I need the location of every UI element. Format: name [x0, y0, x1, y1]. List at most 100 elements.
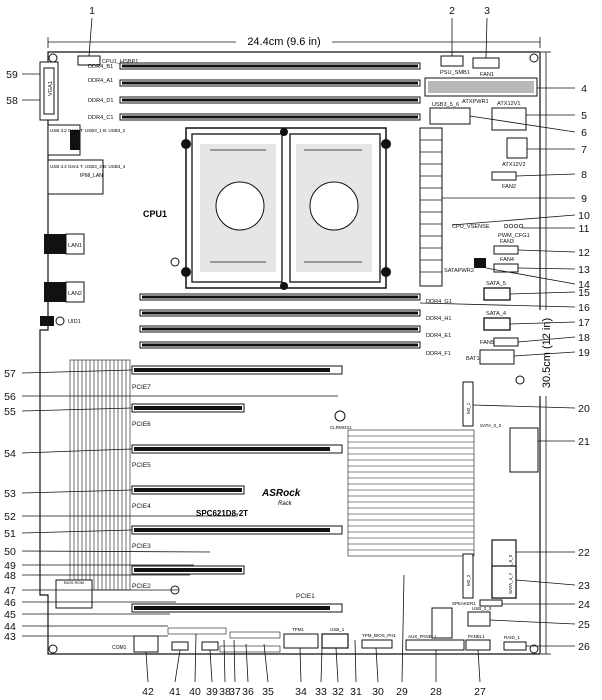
fan3-label: FAN3	[500, 239, 514, 245]
atx12v2-connector	[506, 137, 528, 159]
callout-leader	[375, 647, 379, 683]
callout-38: 38	[219, 686, 231, 698]
callout-leader	[21, 489, 133, 494]
pwm-cfg1-header	[503, 223, 524, 229]
psu-smb1-connector	[440, 55, 464, 67]
fan4-label: FAN4	[500, 257, 514, 263]
usb3-5-6-label: USB3_5_6	[432, 102, 459, 108]
atx12v2-label: ATX12V2	[502, 162, 526, 168]
fan1-connector	[472, 57, 500, 69]
callout-26: 26	[578, 641, 590, 653]
callout-6: 6	[581, 127, 587, 139]
lan1-label: LAN1	[68, 243, 82, 249]
bios-rom-label: BIOS ROM	[64, 580, 84, 585]
callout-leader	[485, 17, 488, 59]
chipset-heatsink	[347, 429, 475, 557]
callout-25: 25	[578, 619, 590, 631]
board-model-label: SPC621D8-2T	[196, 509, 248, 518]
cpu1-socket	[181, 127, 391, 290]
width-dimension: 24.4cm (9.6 in)	[47, 34, 541, 48]
callout-15: 15	[578, 287, 590, 299]
callout-55: 55	[4, 406, 16, 418]
usb-1-port	[321, 633, 349, 649]
tpm-bios-ph1-header	[361, 639, 393, 649]
callout-37: 37	[229, 686, 241, 698]
ddr4-a1-label: DDR4_A1	[88, 78, 113, 84]
panel1-label: PANEL1	[468, 634, 485, 639]
callout-45: 45	[4, 609, 16, 621]
callout-22: 22	[578, 547, 590, 559]
callout-leader	[517, 267, 576, 270]
callout-leader	[401, 574, 405, 683]
callout-34: 34	[295, 686, 307, 698]
satapwr2-connector	[474, 258, 486, 268]
callout-leader	[21, 407, 133, 412]
bat1-label: BAT1	[466, 356, 480, 362]
callout-leader	[174, 649, 181, 683]
pcie6-label: PCIE6	[132, 421, 151, 428]
callout-53: 53	[4, 488, 16, 500]
callout-leader	[451, 214, 576, 226]
ddr4-c1-label: DDR4_C1	[88, 115, 114, 121]
atx12v1-label: ATX12V1	[497, 101, 521, 107]
cpu1-hsbp1-label: CPU1_HSBP1	[102, 59, 138, 65]
usb-stack-2-label: USB 3.2 Gen1 T: USB3_3 B: USB3_4	[50, 164, 126, 169]
speaker1-label: SPEAKER1	[452, 601, 476, 606]
usb3-5-6-header	[429, 107, 471, 125]
callout-48: 48	[4, 570, 16, 582]
fan4-connector	[493, 263, 519, 273]
raid-1-header	[503, 641, 527, 651]
callout-12: 12	[578, 247, 590, 259]
callout-31: 31	[350, 686, 362, 698]
cpu-vsense-label: CPU_VSENSE	[452, 224, 490, 230]
callout-leader	[194, 633, 197, 683]
callout-leader	[21, 550, 211, 553]
lan2-label: LAN2	[68, 291, 82, 297]
vga1-label: VGA1	[48, 81, 54, 96]
callout-leader	[509, 321, 576, 325]
callout-28: 28	[430, 686, 442, 698]
lan1-port	[44, 234, 66, 254]
callout-14: 14	[578, 279, 590, 291]
callout-33: 33	[315, 686, 327, 698]
lan2-port	[44, 282, 66, 302]
bat1-battery	[479, 349, 515, 365]
panel1-header	[465, 639, 491, 651]
m2-1-slot	[462, 381, 474, 427]
callout-21: 21	[578, 436, 590, 448]
callout-leader	[21, 369, 133, 374]
ddr4-d1-label: DDR4_D1	[88, 98, 114, 104]
callout-leader	[469, 115, 576, 133]
vrm-heatsink	[419, 127, 443, 287]
sata-5-label: SATA_5	[486, 281, 506, 287]
pcie-slots	[131, 365, 343, 613]
callout-50: 50	[4, 546, 16, 558]
callout-56: 56	[4, 391, 16, 403]
callout-54: 54	[4, 448, 16, 460]
pcie4-label: PCIE4	[132, 503, 151, 510]
callout-leader	[477, 649, 481, 683]
sata-4-label: SATA_4	[486, 311, 506, 317]
atx12v1-connector	[491, 107, 527, 131]
psu-smb1-label: PSU_SMB1	[440, 70, 470, 76]
callout-leader	[233, 639, 236, 683]
callout-leader	[517, 336, 576, 343]
callout-leader	[509, 291, 576, 295]
callout-leader	[145, 651, 149, 683]
callout-5: 5	[581, 110, 587, 122]
usb-2-3-label: USB_2_3	[472, 606, 492, 611]
pcie5-label: PCIE5	[132, 462, 151, 469]
bios-rom-socket	[55, 579, 93, 609]
callout-3: 3	[484, 5, 490, 17]
rear-heatsink-fins	[69, 359, 131, 591]
m2-1-label: M2_1	[466, 402, 471, 414]
aux-panel1-label: AUX_PANEL1	[408, 634, 437, 639]
callout-47: 47	[4, 585, 16, 597]
callout-leader	[472, 404, 576, 409]
callout-42: 42	[142, 686, 154, 698]
callout-leader	[515, 173, 576, 177]
callout-17: 17	[578, 317, 590, 329]
bios-chip	[431, 607, 453, 639]
callout-44: 44	[4, 621, 16, 633]
